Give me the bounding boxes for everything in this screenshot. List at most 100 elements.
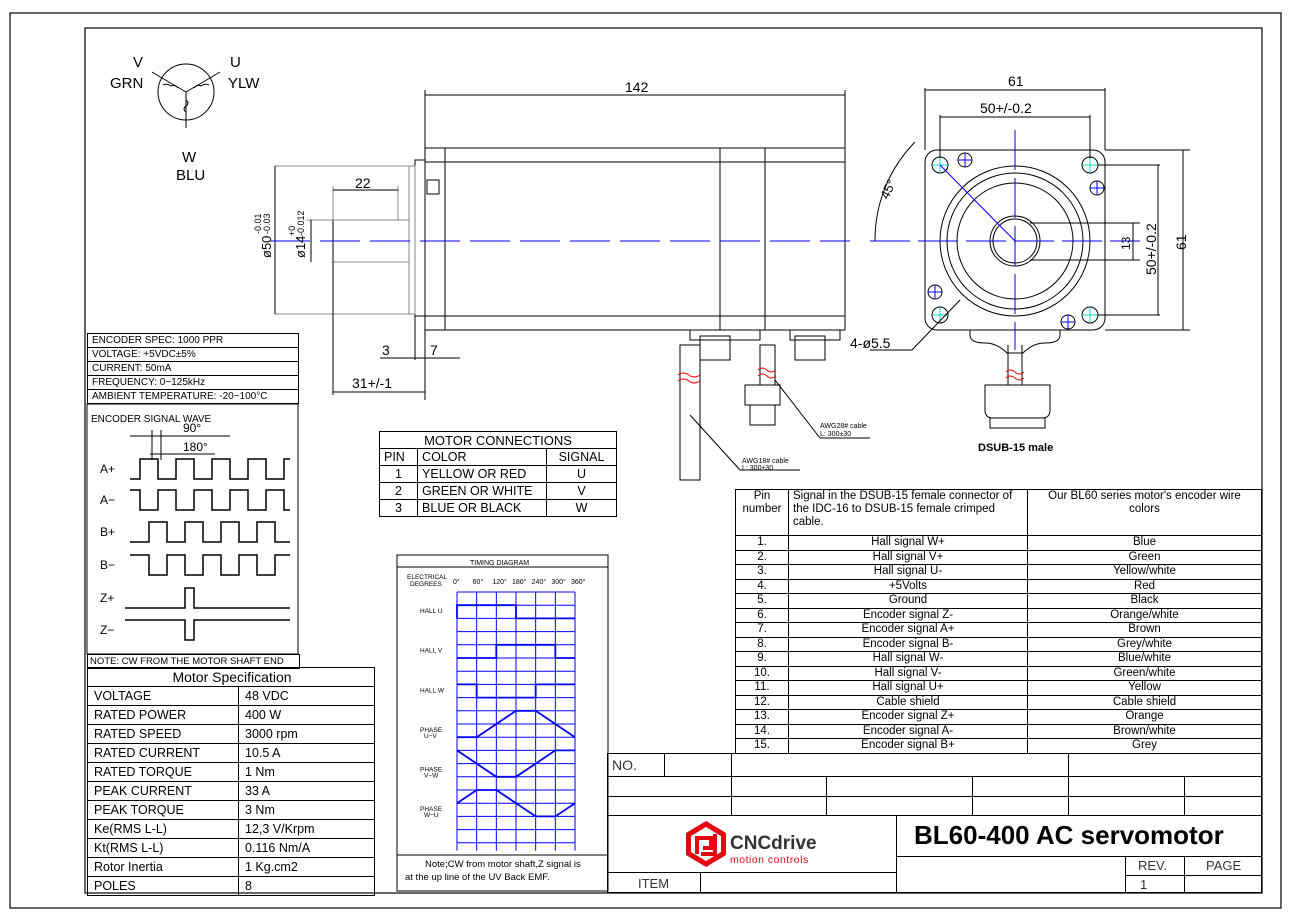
label-grn: GRN [110,75,143,92]
timing-signal-label: HALL W [420,687,445,694]
dim-shaft-dia: ø14 [293,236,308,258]
pin-row-cell: Orange/white [1027,607,1262,623]
encoder-waveform [130,489,290,511]
connection-row-cell: U [546,465,617,483]
pin-row-cell: Encoder signal B- [788,636,1028,652]
power-cable-label: AWG18# cable [742,458,789,465]
pin-row-cell: 4. [735,578,789,594]
label-w: W [182,149,197,166]
dim-shaft-length: 31+/-1 [352,375,392,391]
encoder-waveform [125,619,290,641]
timing-degree-label: 120° [492,578,507,586]
page-label: PAGE [1206,858,1242,873]
dim-7: 7 [430,342,438,358]
pin-row-cell: Blue/white [1027,651,1262,667]
motor-side-view [270,90,870,481]
pin-row-cell: 7. [735,622,789,638]
dim-key-height: 13 [1119,236,1133,250]
pin-row: 14.Encoder signal A-Brown/white [735,723,1262,739]
pin-row-cell: 6. [735,607,789,623]
pin-row-cell: 14. [735,723,789,739]
encoder-signal-label: B+ [100,525,115,539]
timing-title: TIMING DIAGRAM [470,560,529,567]
timing-waveform [457,683,575,699]
timing-degree-label: 300° [551,578,566,586]
pin-row-cell: 5. [735,593,789,609]
dim-shaft-tol-top: +0 [287,226,297,236]
pin-row-cell: Cable shield [1027,694,1262,710]
spec-row-cell: 3000 rpm [238,724,375,744]
pin-row-cell: Black [1027,593,1262,609]
encoder-spec-table: ENCODER SPEC: 1000 PPR VOLTAGE: +5VDC±5%… [87,333,299,404]
winding-symbol: V U GRN YLW W BLU [110,54,260,184]
timing-signal-label: HALL U [420,608,443,615]
dim-front-height: 61 [1173,234,1189,250]
connection-row-cell: 2 [378,482,419,500]
encoder-signal-wave: ENCODER SIGNAL WAVE 90° 180° A+A−B+B−Z+Z… [86,403,299,655]
dim-length: 142 [625,79,649,95]
spec-row-cell: 0.116 Nm/A [238,838,375,858]
label-v: V [133,54,143,71]
timing-degree-label: 240° [532,578,547,586]
pin-row: 3.Hall signal U-Yellow/white [735,564,1262,580]
cncdrive-logo-icon [686,821,726,867]
side-view-dimensions: 142 22 ø14 +0 -0.012 ø50 -0.01 -0.03 3 7… [253,79,867,472]
pin-row-cell: Brown/white [1027,723,1262,739]
front-view-dimensions: 61 50+/-0.2 61 50+/-0.2 13 45° 4-ø5.5 DS… [850,73,1189,454]
encoder-signal-label: A− [100,493,115,507]
item-label: ITEM [638,876,670,891]
spec-row-cell: VOLTAGE [87,686,239,706]
encoder-cable-length: L: 300±30 [820,431,851,438]
encoder-pin-table: Pin number Signal in the DSUB-15 female … [735,489,1262,754]
pin-row-cell: Orange [1027,709,1262,725]
timing-degree-label: 360° [571,578,586,586]
dim-bolt-span-vertical: 50+/-0.2 [1143,223,1159,275]
header-signal: Signal in the DSUB-15 female connector o… [788,489,1028,536]
timing-degree-label: 180° [512,578,527,586]
spec-row-cell: 1 Nm [238,762,375,782]
pin-row: 10.Hall signal V-Green/white [735,665,1262,681]
dim-bolt-span: 50+/-0.2 [980,100,1032,116]
label-ylw: YLW [228,75,260,92]
label-blu: BLU [176,167,205,184]
encoder-wave-180: 180° [183,440,208,454]
spec-row-cell: Rotor Inertia [87,857,239,877]
timing-note: Note;CW from motor shaft,Z signal is at … [405,859,581,883]
spec-row-cell: 8 [238,876,375,896]
spec-row-cell: RATED SPEED [87,724,239,744]
rev-value: 1 [1140,877,1148,892]
title-block: NO. ITEM CNCdrive motion controls BL60-4… [607,753,1262,893]
timing-waveform [456,789,576,818]
pin-row-cell: 15. [735,738,789,754]
motor-front-view [870,88,1190,429]
pin-row-cell: Hall signal V- [788,665,1028,681]
spec-row-cell: 3 Nm [238,800,375,820]
timing-note-line1: Note;CW from motor shaft,Z signal is [425,859,581,870]
dim-pilot-tol-bot: -0.03 [262,213,272,234]
pin-row-cell: Hall signal W+ [788,535,1028,551]
encoder-wave-title: ENCODER SIGNAL WAVE [91,414,212,425]
pin-row: 9.Hall signal W-Blue/white [735,651,1262,667]
header-color: COLOR [417,448,548,466]
dim-pilot-dia: ø50 [259,236,274,258]
dim-key: 22 [355,175,371,191]
encoder-signal-label: Z+ [100,591,114,605]
pin-row-cell: Grey [1027,738,1262,754]
drawing-title: BL60-400 AC servomotor [914,820,1224,850]
pin-row-cell: 12. [735,694,789,710]
header-signal: SIGNAL [546,448,617,466]
pin-row-cell: Blue [1027,535,1262,551]
dim-front-width: 61 [1008,73,1024,89]
motor-connections-title: MOTOR CONNECTIONS [379,431,617,449]
pin-row-cell: 11. [735,680,789,696]
pin-row-cell: Hall signal U- [788,564,1028,580]
pin-row: 2.Hall signal V+Green [735,549,1262,565]
